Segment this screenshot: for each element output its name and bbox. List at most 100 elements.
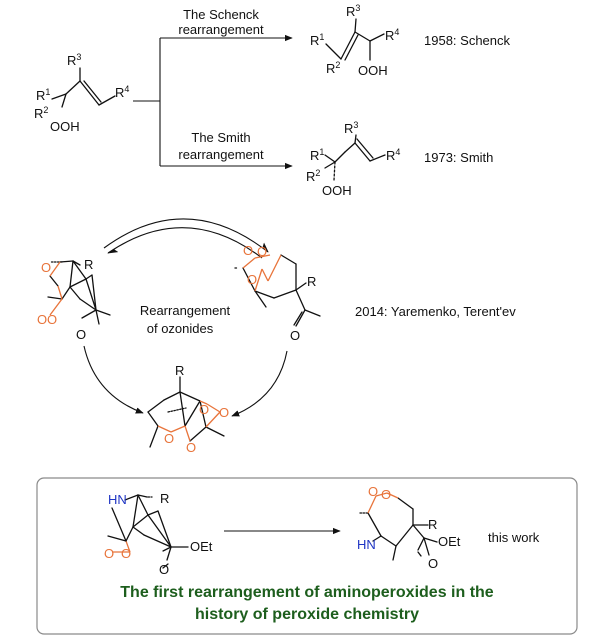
schenck-reference: 1958: Schenck: [424, 33, 511, 48]
right-aminoperoxide: O O HN R O OEt: [357, 484, 461, 571]
r4-label: R4: [115, 84, 129, 100]
bond: [423, 537, 430, 556]
oxygen-label: O: [219, 405, 229, 420]
bond: [107, 535, 127, 542]
bond: [162, 546, 172, 552]
ethoxy-label: OEt: [438, 534, 461, 549]
peroxide-bond: [367, 495, 377, 514]
oxygen-label: O: [164, 431, 174, 446]
bond: [344, 142, 356, 153]
oxygen-label: O: [199, 402, 209, 417]
r-label: R: [160, 491, 169, 506]
ooh-label: OOH: [358, 63, 388, 78]
bond: [369, 154, 386, 162]
bond: [254, 290, 267, 308]
peroxide-bond: [49, 261, 61, 277]
bond: [189, 426, 207, 442]
r-label: R: [428, 517, 437, 532]
ozonide-rearrangement-label-2: of ozonides: [147, 321, 214, 336]
bond: [344, 34, 359, 61]
bond: [147, 510, 159, 516]
peroxide-bond: [57, 285, 63, 300]
bond: [325, 43, 342, 60]
headline-line-2: history of peroxide chemistry: [195, 606, 419, 623]
bond: [69, 260, 74, 288]
r1-label: R1: [310, 32, 324, 48]
caged-diperoxide-product: R O O O O: [147, 363, 229, 455]
bond: [147, 411, 159, 427]
r-label: R: [175, 363, 184, 378]
bond: [137, 494, 148, 498]
ooh-label: OOH: [322, 183, 352, 198]
r1-label: R1: [310, 147, 324, 163]
bond: [199, 400, 207, 428]
oxygen-label: O: [381, 487, 391, 502]
peroxide-bond: [261, 268, 269, 282]
bond: [354, 18, 357, 33]
bond: [417, 537, 425, 551]
bond: [333, 161, 336, 181]
arrow: [83, 345, 144, 414]
bond: [83, 80, 102, 103]
bond: [369, 33, 385, 42]
oxygen-label: O: [47, 312, 57, 327]
bond: [91, 274, 97, 311]
oxygen-label: O: [368, 484, 378, 499]
convergence-arrows: [83, 345, 288, 417]
bond: [334, 151, 346, 163]
r2-label: R2: [326, 60, 340, 76]
bond: [132, 514, 149, 528]
oxygen-label: O: [121, 546, 131, 561]
bond: [354, 134, 357, 144]
amine-label: HN: [108, 492, 127, 507]
peroxide-bond: [125, 540, 131, 553]
r1-label: R1: [36, 87, 50, 103]
bond: [95, 309, 111, 316]
bond: [98, 95, 116, 106]
r-label: R: [84, 257, 93, 272]
r2-label: R2: [34, 105, 48, 121]
bond: [417, 551, 422, 557]
equilibrium-arrows: [103, 218, 269, 259]
oxygen-label: O: [37, 312, 47, 327]
bond: [162, 563, 169, 569]
bond: [380, 535, 397, 547]
bond: [295, 289, 306, 311]
bond: [69, 278, 87, 288]
bond: [79, 298, 97, 311]
bond: [293, 311, 303, 326]
bond: [47, 296, 63, 300]
oxygen-label: O: [159, 562, 169, 577]
bond: [324, 161, 336, 169]
peroxide-bond: [254, 254, 271, 259]
schenck-product: R1 R2 R3 R4 OOH: [310, 3, 399, 78]
bond: [295, 282, 307, 291]
peroxide-bond: [375, 492, 388, 497]
peroxide-bond: [170, 425, 186, 433]
bond: [147, 399, 165, 413]
bond: [81, 309, 97, 319]
bond: [51, 93, 67, 100]
bond: [340, 31, 356, 60]
arrow: [103, 218, 269, 253]
right-tricyclic-ozonide: O O O R O: [234, 243, 321, 343]
bond: [242, 267, 256, 292]
oxygen-label: O: [257, 244, 267, 259]
oxygen-label: O: [428, 556, 438, 571]
bond: [157, 510, 172, 548]
peroxide-bond: [49, 298, 63, 316]
bond: [149, 425, 159, 448]
bond: [372, 535, 382, 542]
peroxide-bond: [157, 425, 172, 433]
peroxide-bond: [267, 254, 282, 282]
this-work-box: [36, 477, 578, 635]
peroxide-bond: [386, 492, 399, 499]
bond: [254, 290, 275, 299]
peroxide-bond: [254, 268, 263, 292]
r3-label: R3: [67, 52, 81, 68]
bond: [324, 154, 336, 163]
schenck-title: The Schenck: [183, 7, 259, 22]
bond: [412, 524, 425, 539]
bond: [125, 526, 134, 542]
bond: [280, 254, 297, 265]
